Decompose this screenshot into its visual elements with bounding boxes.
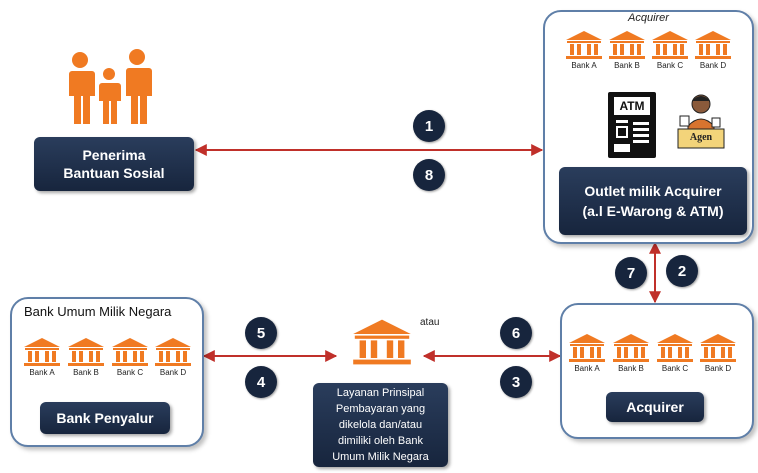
bank-penyalur-box: Bank Penyalur xyxy=(40,402,170,434)
principal-line: Pembayaran yang xyxy=(335,403,426,415)
bank-label: Bank C xyxy=(116,368,144,377)
people-icon xyxy=(68,49,152,124)
bank-label: Bank A xyxy=(574,364,600,373)
principal-line: Umum Milik Negara xyxy=(332,451,429,463)
payment-principal-box: Layanan Prinsipal Pembayaran yang dikelo… xyxy=(313,383,448,467)
recipient-line2: Bantuan Sosial xyxy=(63,165,165,181)
recipient-box: Penerima Bantuan Sosial xyxy=(34,137,194,191)
step-badge: 1 xyxy=(413,110,445,142)
bank-label: Bank D xyxy=(159,368,187,377)
bank-icon: Bank C xyxy=(649,30,691,70)
acquirer-box-label: Acquirer xyxy=(626,399,684,415)
state-bank-title: Bank Umum Milik Negara xyxy=(24,304,172,319)
bank-label: Bank C xyxy=(661,364,689,373)
principal-line: dimiliki oleh Bank xyxy=(338,435,423,447)
outlet-box: Outlet milik Acquirer (a.l E-Warong & AT… xyxy=(559,167,747,235)
step-badge: 3 xyxy=(500,366,532,398)
bank-label: Bank B xyxy=(73,368,99,377)
recipient-line1: Penerima xyxy=(82,147,146,163)
bank-icon: Bank B xyxy=(610,333,652,373)
acquirer-box: Acquirer xyxy=(606,392,704,422)
atm-icon: ATM xyxy=(608,92,656,158)
bank-icon: Bank C xyxy=(109,337,151,377)
bank-icon: Bank D xyxy=(692,30,734,70)
bank-label: Bank B xyxy=(614,61,640,70)
bank-icon: Bank D xyxy=(152,337,194,377)
bank-icon xyxy=(350,317,414,367)
bank-icon: Bank C xyxy=(654,333,696,373)
bank-icon: Bank B xyxy=(65,337,107,377)
bank-penyalur-label: Bank Penyalur xyxy=(56,410,154,426)
principal-line: Layanan Prinsipal xyxy=(336,387,425,399)
bank-icon: Bank B xyxy=(606,30,648,70)
bank-icon: Bank A xyxy=(21,337,63,377)
step-badge: 4 xyxy=(245,366,277,398)
bank-icon: Bank A xyxy=(566,333,608,373)
atau-label: atau xyxy=(420,317,440,328)
bank-icon: Bank D xyxy=(697,333,739,373)
bank-label: Bank A xyxy=(571,61,597,70)
bank-label: Bank C xyxy=(656,61,684,70)
agent-icon xyxy=(677,94,725,149)
acquirer-panel-title: Acquirer xyxy=(628,12,669,24)
principal-line: dikelola dan/atau xyxy=(338,419,423,431)
step-badge: 5 xyxy=(245,317,277,349)
bank-label: Bank B xyxy=(618,364,644,373)
step-badge: 6 xyxy=(500,317,532,349)
step-badge: 7 xyxy=(615,257,647,289)
outlet-line2: (a.l E-Warong & ATM) xyxy=(582,203,724,219)
outlet-line1: Outlet milik Acquirer xyxy=(584,183,722,199)
bank-icon: Bank A xyxy=(563,30,605,70)
agent-label: Agen xyxy=(689,132,713,143)
step-badge: 2 xyxy=(666,255,698,287)
bank-label: Bank D xyxy=(699,61,727,70)
step-badge: 8 xyxy=(413,159,445,191)
bank-label: Bank D xyxy=(704,364,732,373)
bank-label: Bank A xyxy=(29,368,55,377)
atm-label: ATM xyxy=(614,97,650,115)
